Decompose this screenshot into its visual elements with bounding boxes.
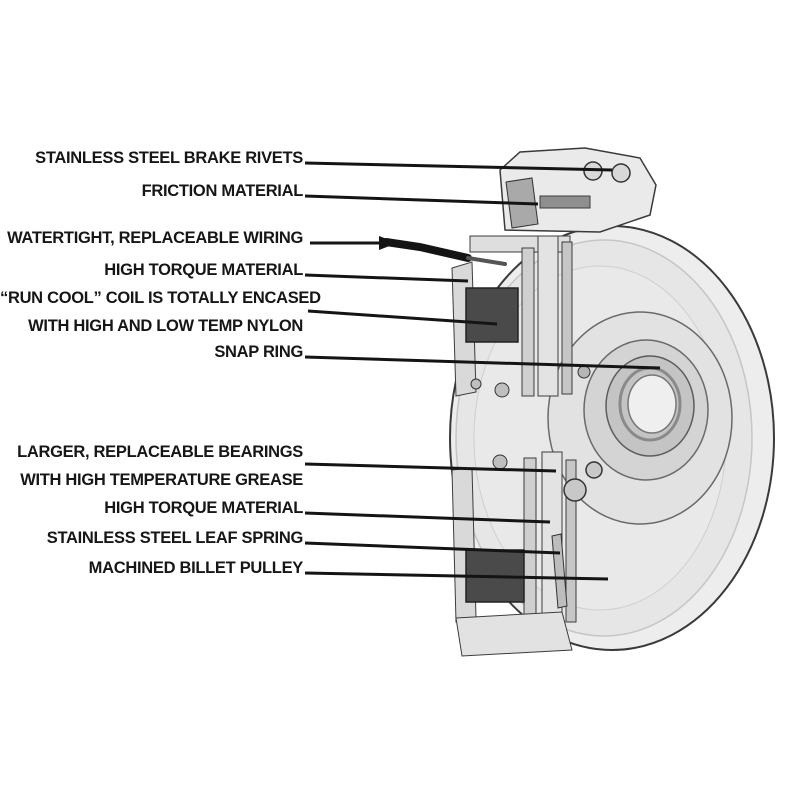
label-leaf-spring: STAINLESS STEEL LEAF SPRING <box>46 529 304 547</box>
label-coil-line2: WITH HIGH AND LOW TEMP NYLON <box>28 317 303 335</box>
lower-cross-section <box>451 451 603 657</box>
bearing-upper <box>585 461 603 479</box>
leader-high-torque-top <box>304 273 469 283</box>
label-friction-material: FRICTION MATERIAL <box>141 182 304 200</box>
leader-friction-material <box>304 194 539 206</box>
pulley-groove-section <box>455 611 573 657</box>
wiring-arrowhead-icon <box>379 236 397 250</box>
label-bearings-line1: LARGER, REPLACEABLE BEARINGS <box>17 443 303 461</box>
label-wiring: WATERTIGHT, REPLACEABLE WIRING <box>7 229 303 247</box>
label-brake-rivets: STAINLESS STEEL BRAKE RIVETS <box>35 149 303 167</box>
label-snap-ring: SNAP RING <box>214 343 303 361</box>
label-billet-pulley: MACHINED BILLET PULLEY <box>88 559 304 577</box>
leader-brake-rivets <box>304 161 613 172</box>
leader-bearings <box>304 462 557 473</box>
brake-rivet-right <box>611 163 631 183</box>
bearing-lower <box>563 478 587 502</box>
label-high-torque-top: HIGH TORQUE MATERIAL <box>104 261 303 279</box>
leader-lines <box>304 161 661 581</box>
label-high-torque-bottom: HIGH TORQUE MATERIAL <box>104 499 303 517</box>
leader-leaf-spring <box>304 541 561 555</box>
label-coil-line1: “RUN COOL” COIL IS TOTALLY ENCASED <box>0 289 321 307</box>
coil-upper <box>465 287 519 343</box>
leader-coil <box>307 309 498 326</box>
label-bearings-line2: WITH HIGH TEMPERATURE GREASE <box>20 471 303 489</box>
leader-snap-ring <box>304 355 661 370</box>
brake-assembly <box>499 147 657 233</box>
leader-billet-pulley <box>304 571 609 581</box>
wire <box>382 238 507 266</box>
leader-high-torque-bottom <box>304 511 551 524</box>
